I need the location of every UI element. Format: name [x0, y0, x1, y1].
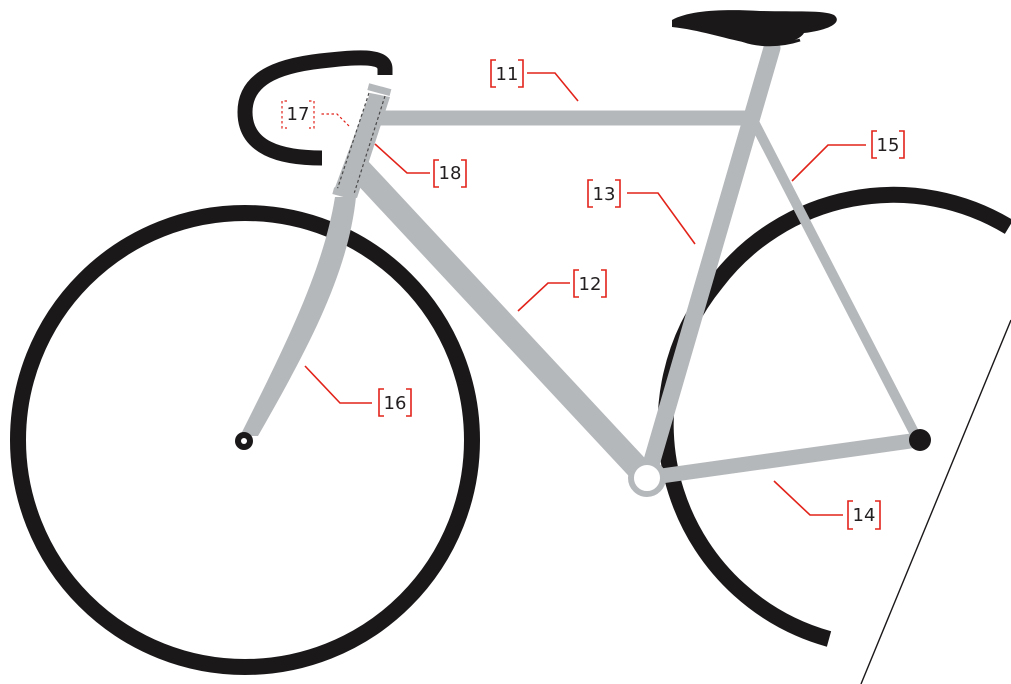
callout-17: 17	[281, 100, 350, 129]
callout-label-13: 13	[593, 184, 616, 205]
callout-15: 15	[791, 130, 905, 182]
callout-11: 11	[490, 59, 579, 102]
callout-18: 18	[374, 143, 467, 188]
head-tube	[333, 92, 390, 198]
chain-stay	[639, 432, 926, 486]
bottom-bracket	[628, 459, 666, 497]
perspective-line	[860, 319, 1011, 684]
seat-stay	[747, 113, 923, 445]
callout-label-18: 18	[439, 163, 462, 184]
frame	[348, 39, 926, 490]
callout-label-14: 14	[853, 505, 876, 526]
rear-hub	[909, 429, 931, 451]
callout-label-17: 17	[287, 104, 310, 125]
callout-label-12: 12	[579, 274, 602, 295]
saddle-rail	[729, 31, 801, 47]
callout-label-11: 11	[496, 64, 519, 85]
handlebar	[237, 50, 393, 166]
callout-14: 14	[773, 480, 881, 530]
front-fork	[240, 197, 356, 436]
callout-label-15: 15	[877, 135, 900, 156]
down-tube	[348, 158, 659, 490]
headset-top-cup	[367, 83, 392, 96]
front-wheel	[10, 205, 480, 675]
callout-label-16: 16	[384, 393, 407, 414]
saddle	[672, 10, 837, 46]
callout-13: 13	[587, 179, 696, 245]
callout-16: 16	[304, 365, 412, 417]
callout-12: 12	[517, 269, 607, 312]
front-hub-center	[241, 438, 247, 444]
headset-bottom-cup	[332, 187, 357, 200]
